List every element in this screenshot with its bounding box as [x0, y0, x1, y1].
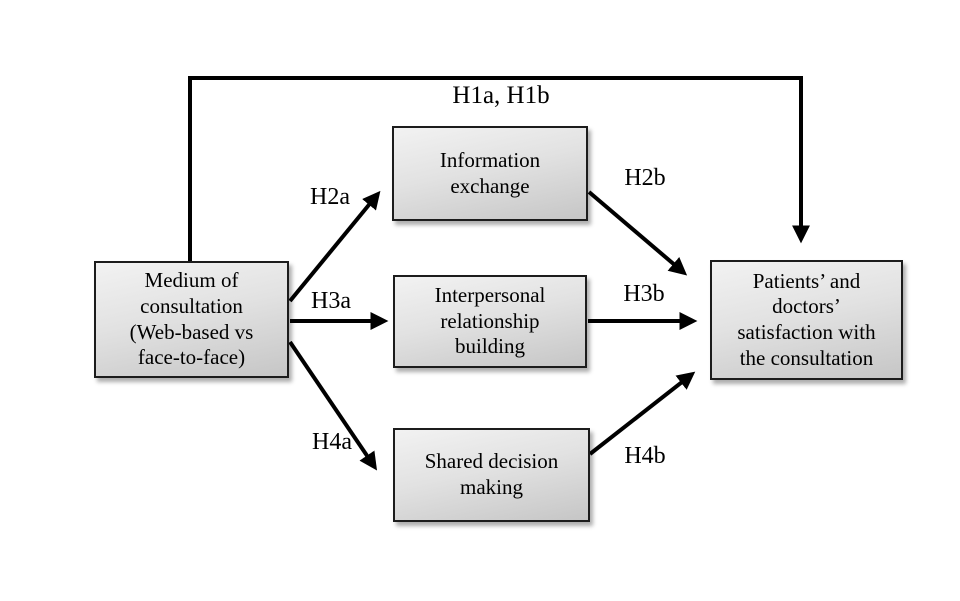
node-information-exchange: Information exchange [392, 126, 588, 221]
node-medium-of-consultation: Medium of consultation (Web-based vs fac… [94, 261, 289, 378]
node-relationship-label: Interpersonal relationship building [434, 283, 546, 359]
edge-h4b-shared-to-satisfaction [588, 371, 696, 456]
node-shared-decision-making: Shared decision making [393, 428, 590, 522]
edge-label-h2b: H2b [624, 165, 666, 191]
edge-h2a-medium-to-information [288, 190, 381, 303]
node-medium-label: Medium of consultation (Web-based vs fac… [129, 268, 254, 370]
node-patients-doctors-satisfaction: Patients’ and doctors’ satisfaction with… [710, 260, 903, 380]
edge-h1-medium-to-satisfaction [188, 76, 810, 261]
edge-label-h4b: H4b [624, 443, 666, 469]
edge-label-h4a: H4a [312, 429, 352, 455]
edge-label-h2a: H2a [310, 184, 350, 210]
edge-label-h3b: H3b [623, 281, 665, 307]
edge-label-h3a: H3a [311, 288, 351, 314]
node-interpersonal-relationship-building: Interpersonal relationship building [393, 275, 587, 368]
edge-label-h1a-h1b: H1a, H1b [452, 82, 550, 109]
node-information-label: Information exchange [439, 147, 541, 198]
node-satisfaction-label: Patients’ and doctors’ satisfaction with… [737, 268, 876, 370]
node-shared-label: Shared decision making [424, 449, 559, 499]
edge-h2b-information-to-satisfaction [587, 190, 688, 276]
edge-h4a-medium-to-shared [288, 340, 378, 471]
